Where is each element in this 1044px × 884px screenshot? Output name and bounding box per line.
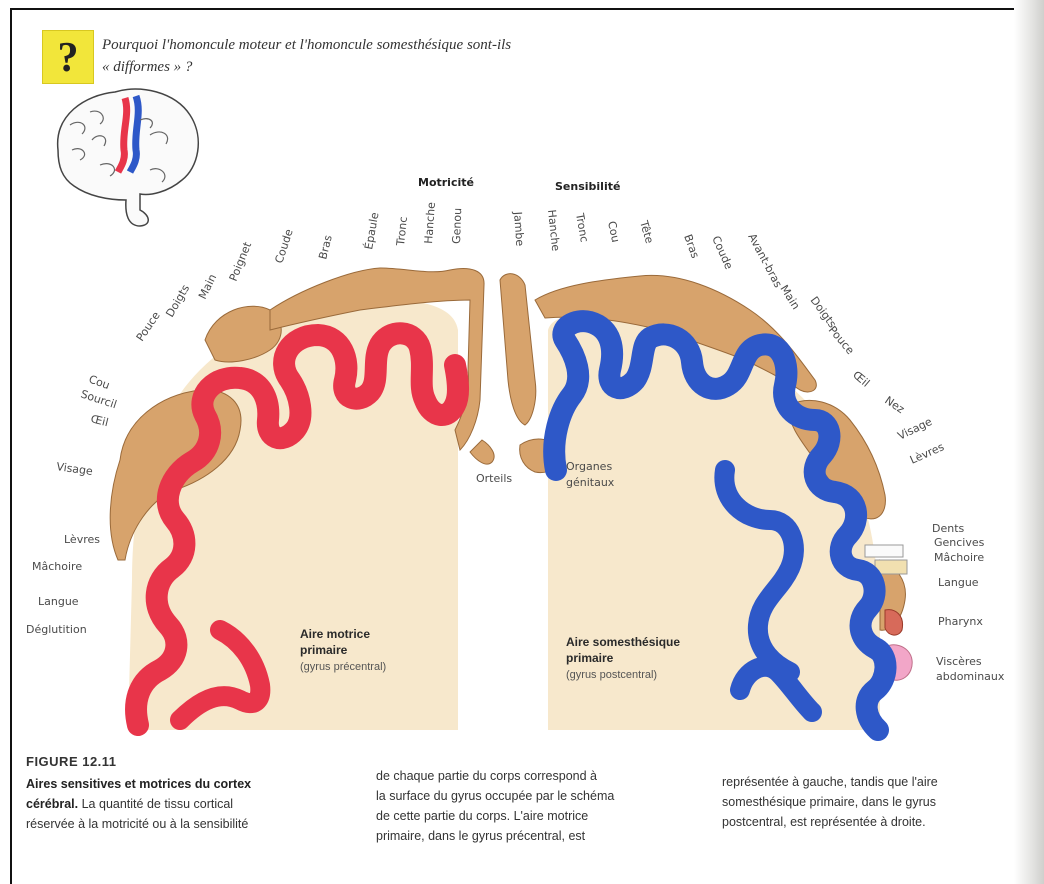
teeth-block xyxy=(865,545,903,557)
caption-title-1: Aires sensitives et motrices du cortex xyxy=(26,777,251,791)
caption-title-2: cérébral. xyxy=(26,797,78,811)
sensory-label-tete: Tête xyxy=(637,218,656,245)
sensory-label-coude: Coude xyxy=(709,234,735,272)
sensory-label-pouce: Pouce xyxy=(826,324,857,358)
motor-area-title-1: Aire motrice xyxy=(300,627,370,641)
motor-label-coude: Coude xyxy=(272,227,295,265)
motor-label-orteils: Orteils xyxy=(476,472,512,485)
motor-label-langue: Langue xyxy=(38,595,79,608)
sensory-label-visceres: Viscères xyxy=(936,655,982,668)
motor-label-epaule: Épaule xyxy=(362,211,381,250)
motor-label-doigts: Doigts xyxy=(163,282,192,319)
caption-col1-line2: La quantité de tissu cortical xyxy=(82,797,233,811)
sensory-label-visage: Visage xyxy=(896,415,935,443)
sensory-label-machoire: Mâchoire xyxy=(934,551,984,564)
sensory-label-jambe: Jambe xyxy=(511,210,526,247)
caption-col2-line4: primaire, dans le gyrus précentral, est xyxy=(376,826,696,846)
sensory-cortex-tissue xyxy=(548,313,880,730)
motor-label-main: Main xyxy=(196,272,219,301)
caption-col3-line1: représentée à gauche, tandis que l'aire xyxy=(722,772,1012,792)
motor-label-poignet: Poignet xyxy=(227,240,255,284)
motor-area-subtitle: (gyrus précentral) xyxy=(300,661,386,673)
sensory-title: Sensibilité xyxy=(555,180,620,193)
caption-col2-line2: la surface du gyrus occupée par le schém… xyxy=(376,786,696,806)
sensory-label-bras: Bras xyxy=(681,233,702,261)
motor-label-genou: Genou xyxy=(450,208,464,244)
motor-label-machoire: Mâchoire xyxy=(32,560,82,573)
motor-title: Motricité xyxy=(418,176,474,189)
sensory-label-langue: Langue xyxy=(938,576,979,589)
sensory-label-gencives: Gencives xyxy=(934,536,985,549)
sensory-label-organes: Organes xyxy=(566,460,612,473)
sensory-label-tronc: Tronc xyxy=(573,211,591,243)
motor-label-sourcil: Sourcil xyxy=(79,387,118,411)
caption-column-3: représentée à gauche, tandis que l'aire … xyxy=(722,772,1012,832)
caption-col3-line2: somesthésique primaire, dans le gyrus xyxy=(722,792,1012,812)
sensory-label-hanche: Hanche xyxy=(545,209,562,252)
sensory-label-levres: Lèvres xyxy=(908,440,946,467)
sensory-label-cou: Cou xyxy=(605,220,622,244)
brain-icon xyxy=(58,89,199,226)
motor-label-pouce: Pouce xyxy=(134,309,163,344)
motor-label-oeil: Œil xyxy=(89,412,110,429)
motor-label-hanche: Hanche xyxy=(422,201,438,244)
motor-label-visage: Visage xyxy=(56,460,94,478)
sensory-label-avant-bras: Avant-bras xyxy=(745,231,784,290)
sensory-label-dents: Dents xyxy=(932,522,965,535)
caption-column-1: Aires sensitives et motrices du cortex c… xyxy=(26,774,346,834)
motor-label-deglutition: Déglutition xyxy=(26,623,87,636)
sensory-label-nez: Nez xyxy=(882,394,907,417)
caption-col3-line3: postcentral, est représentée à droite. xyxy=(722,812,1012,832)
sensory-area-subtitle: (gyrus postcentral) xyxy=(566,669,657,681)
motor-area-title-2: primaire xyxy=(300,643,348,657)
sensory-label-abdominaux: abdominaux xyxy=(936,670,1005,683)
sensory-label-oeil: Œil xyxy=(850,368,872,389)
caption-col2-line3: de cette partie du corps. L'aire motrice xyxy=(376,806,696,826)
sensory-label-pharynx: Pharynx xyxy=(938,615,983,628)
sensory-label-main: Main xyxy=(777,283,802,312)
caption-col2-line1: de chaque partie du corps correspond à xyxy=(376,766,696,786)
caption-column-2: de chaque partie du corps correspond à l… xyxy=(376,766,696,846)
sensory-area-title-2: primaire xyxy=(566,651,614,665)
sensory-area-title-1: Aire somesthésique xyxy=(566,635,680,649)
caption-col1-line3: réservée à la motricité ou à la sensibil… xyxy=(26,814,346,834)
sensory-label-genitaux: génitaux xyxy=(566,476,615,489)
motor-label-bras: Bras xyxy=(316,234,335,261)
motor-label-levres: Lèvres xyxy=(64,533,100,546)
motor-label-tronc: Tronc xyxy=(394,216,410,247)
figure-number: FIGURE 12.11 xyxy=(26,754,117,769)
